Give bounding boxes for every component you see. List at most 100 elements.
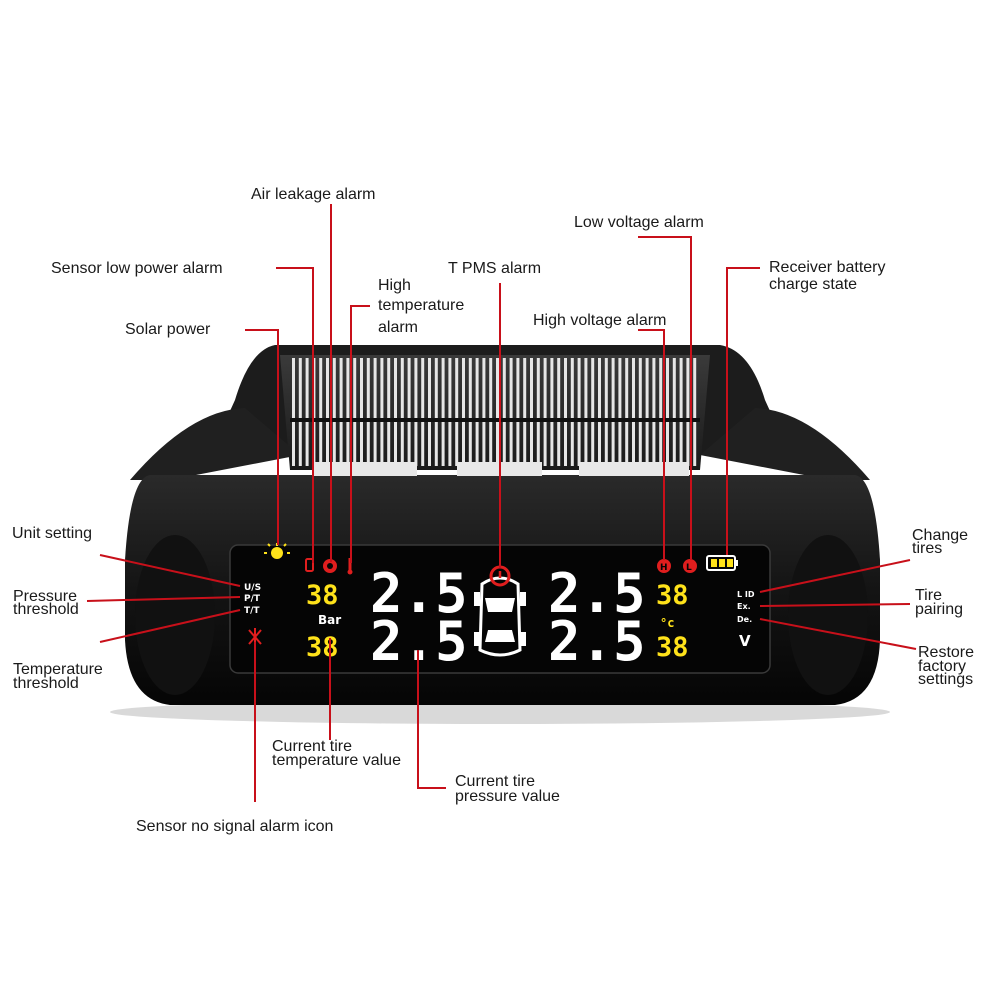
solar-stripe <box>455 358 459 466</box>
line-sensor-low-power <box>276 267 314 563</box>
label-restore-factory-2: factory <box>918 658 966 675</box>
solar-stripe <box>679 358 683 466</box>
menu-de: De. <box>737 615 752 624</box>
solar-stripes <box>292 358 697 466</box>
solar-stripe <box>530 358 533 466</box>
solar-stripe <box>523 358 527 466</box>
solar-stripe <box>468 358 472 466</box>
menu-lid: L ID <box>737 590 755 599</box>
pressure-front-left: 2.5 <box>370 562 468 625</box>
label-current-pressure-1: Current tire <box>455 773 535 790</box>
solar-stripe <box>618 358 622 466</box>
label-change-tires-1: Change <box>912 527 968 544</box>
label-temperature-threshold-2: threshold <box>13 675 79 692</box>
solar-stripe <box>428 358 431 466</box>
menu-pt: P/T <box>244 594 261 604</box>
line-high-temperature <box>350 305 370 563</box>
unit-celsius: °c <box>660 616 674 630</box>
line-temperature-threshold <box>99 609 241 643</box>
label-current-pressure-2: pressure value <box>455 788 560 805</box>
battery-icon <box>706 555 738 571</box>
solar-stripe <box>591 358 595 466</box>
label-low-voltage: Low voltage alarm <box>574 214 704 231</box>
solar-stripe <box>366 358 370 466</box>
solar-stripe <box>421 358 425 466</box>
solar-stripe <box>332 358 336 466</box>
line-unit-setting <box>99 554 241 587</box>
label-tpms-alarm: T PMS alarm <box>448 260 541 277</box>
solar-panel <box>280 355 710 476</box>
pressure-front-right: 2.5 <box>548 562 646 625</box>
solar-stripe <box>298 358 302 466</box>
solar-stripe <box>441 358 445 466</box>
solar-stripe <box>353 358 357 466</box>
label-sensor-low-power: Sensor low power alarm <box>51 260 223 277</box>
solar-stripe <box>659 358 663 466</box>
solar-stripe <box>326 358 329 466</box>
label-change-tires-2: tires <box>912 540 942 557</box>
label-tire-pairing-1: Tire <box>915 587 942 604</box>
label-unit-setting: Unit setting <box>12 525 92 542</box>
solar-stripe <box>604 358 608 466</box>
line-solar <box>245 329 279 545</box>
solar-stripe <box>339 358 343 466</box>
label-pressure-threshold-1: Pressure <box>13 588 77 605</box>
label-high-temp-1: High <box>378 277 411 294</box>
low-voltage-letter: L <box>686 563 692 573</box>
line-pressure-threshold <box>86 596 241 602</box>
solar-stripe <box>319 358 323 466</box>
solar-stripe <box>672 358 676 466</box>
high-voltage-icon <box>657 559 671 573</box>
solar-stripe <box>570 358 574 466</box>
line-low-voltage <box>638 236 692 560</box>
label-air-leakage: Air leakage alarm <box>251 186 376 203</box>
solar-stripe <box>693 358 697 466</box>
label-receiver-battery-1: Receiver battery <box>769 259 886 276</box>
solar-stripe <box>400 358 404 466</box>
temp-front-right: 38 <box>656 580 689 611</box>
solar-stripe <box>666 358 669 466</box>
solar-stripe <box>475 358 479 466</box>
solar-stripe <box>489 358 493 466</box>
solar-stripe <box>632 358 635 466</box>
menu-tt: T/T <box>244 606 260 616</box>
solar-stripe <box>550 358 554 466</box>
solar-stripe <box>502 358 506 466</box>
line-current-pressure <box>417 650 446 789</box>
line-tire-pairing <box>759 603 911 607</box>
label-restore-factory-3: settings <box>918 671 973 688</box>
label-solar-power: Solar power <box>125 321 211 338</box>
line-change-tires <box>759 559 911 593</box>
sensor-battery-icon <box>305 558 314 572</box>
label-high-temp-2: temperature <box>378 297 464 314</box>
solar-stripe <box>638 358 642 466</box>
car-icon <box>474 576 526 657</box>
callout-labels: Air leakage alarm Low voltage alarm Sens… <box>12 186 974 835</box>
solar-stripe <box>584 358 588 466</box>
label-tire-pairing-2: pairing <box>915 601 963 618</box>
solar-stripe <box>414 358 418 466</box>
menu-ex: Ex. <box>737 602 751 611</box>
solar-stripe <box>373 358 377 466</box>
solar-stripe <box>496 358 499 466</box>
solar-stripe <box>305 358 309 466</box>
solar-stripe <box>346 358 350 466</box>
solar-stripe <box>360 358 363 466</box>
solar-stripe <box>611 358 615 466</box>
solar-stripe <box>564 358 567 466</box>
low-voltage-icon <box>683 559 697 573</box>
pressure-rear-right: 2.5 <box>548 610 646 673</box>
solar-stripe <box>598 358 601 466</box>
solar-stripe <box>543 358 547 466</box>
solar-stripe <box>645 358 649 466</box>
solar-stripe <box>509 358 513 466</box>
solar-stripe <box>482 358 486 466</box>
solar-stripe <box>394 358 397 466</box>
solar-stripe <box>516 358 520 466</box>
solar-stripe <box>292 358 295 466</box>
solar-stripe <box>380 358 384 466</box>
temp-rear-left: 38 <box>306 632 339 663</box>
label-pressure-threshold-2: threshold <box>13 601 79 618</box>
leader-lines <box>86 204 917 802</box>
